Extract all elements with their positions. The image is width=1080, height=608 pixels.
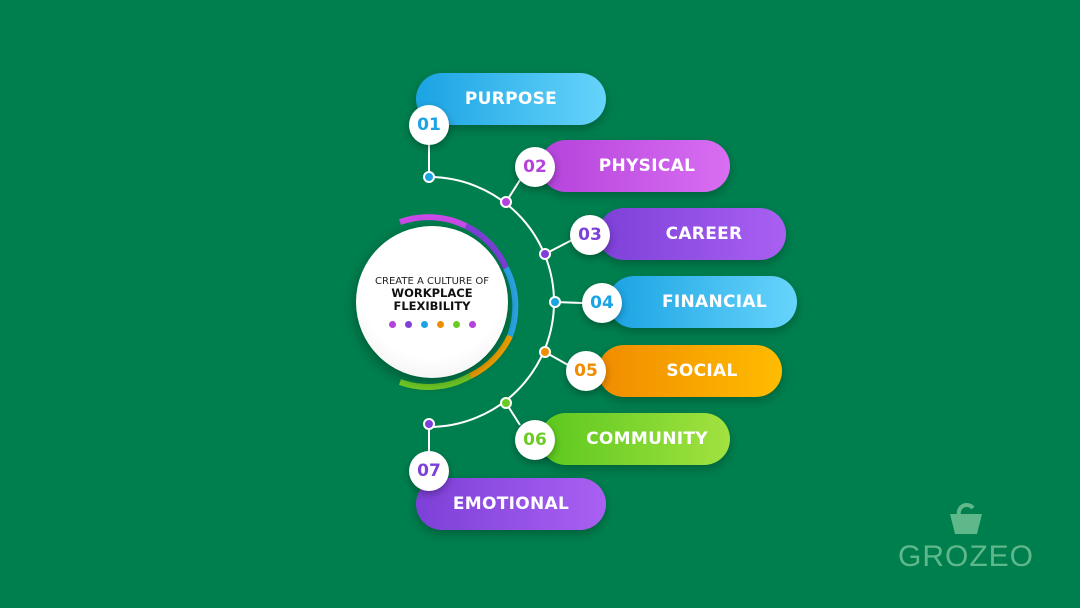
pill-label: COMMUNITY bbox=[586, 429, 708, 449]
pill-social: SOCIAL bbox=[598, 345, 782, 397]
pill-financial: FINANCIAL bbox=[608, 276, 797, 328]
pill-label: PURPOSE bbox=[464, 89, 558, 109]
pill-purpose: PURPOSE bbox=[416, 73, 606, 125]
center-title-circle: CREATE A CULTURE OF WORKPLACE FLEXIBILIT… bbox=[356, 226, 508, 378]
number-badge: 03 bbox=[570, 215, 610, 255]
pill-label: PHYSICAL bbox=[598, 156, 696, 176]
connector-dot bbox=[500, 397, 512, 409]
pill-career: CAREER bbox=[598, 208, 786, 260]
connector-dot bbox=[423, 171, 435, 183]
pill-label: SOCIAL bbox=[666, 361, 738, 381]
pill-physical: PHYSICAL bbox=[540, 140, 730, 192]
center-subtitle: CREATE A CULTURE OF bbox=[375, 276, 489, 287]
number-badge: 07 bbox=[409, 451, 449, 491]
number-badge: 06 bbox=[515, 420, 555, 460]
connector-dot bbox=[500, 196, 512, 208]
pill-emotional: EMOTIONAL bbox=[416, 478, 606, 530]
number-badge: 04 bbox=[582, 283, 622, 323]
connector-dot bbox=[549, 296, 561, 308]
number-badge: 05 bbox=[566, 351, 606, 391]
connector-dot bbox=[423, 418, 435, 430]
number-badge: 02 bbox=[515, 147, 555, 187]
basket-icon bbox=[950, 503, 982, 534]
number-badge: 01 bbox=[409, 105, 449, 145]
pill-label: EMOTIONAL bbox=[452, 494, 570, 514]
color-dots bbox=[388, 321, 476, 328]
pill-community: COMMUNITY bbox=[540, 413, 730, 465]
pill-label: CAREER bbox=[665, 224, 743, 244]
center-title-line1: WORKPLACE bbox=[391, 286, 473, 300]
grozeo-logo: GROZEO bbox=[896, 500, 1036, 574]
logo-text: GROZEO bbox=[897, 540, 1034, 573]
connector-dot bbox=[539, 248, 551, 260]
connector-dot bbox=[539, 346, 551, 358]
center-title-line2: FLEXIBILITY bbox=[393, 299, 471, 313]
pill-label: FINANCIAL bbox=[661, 292, 768, 312]
